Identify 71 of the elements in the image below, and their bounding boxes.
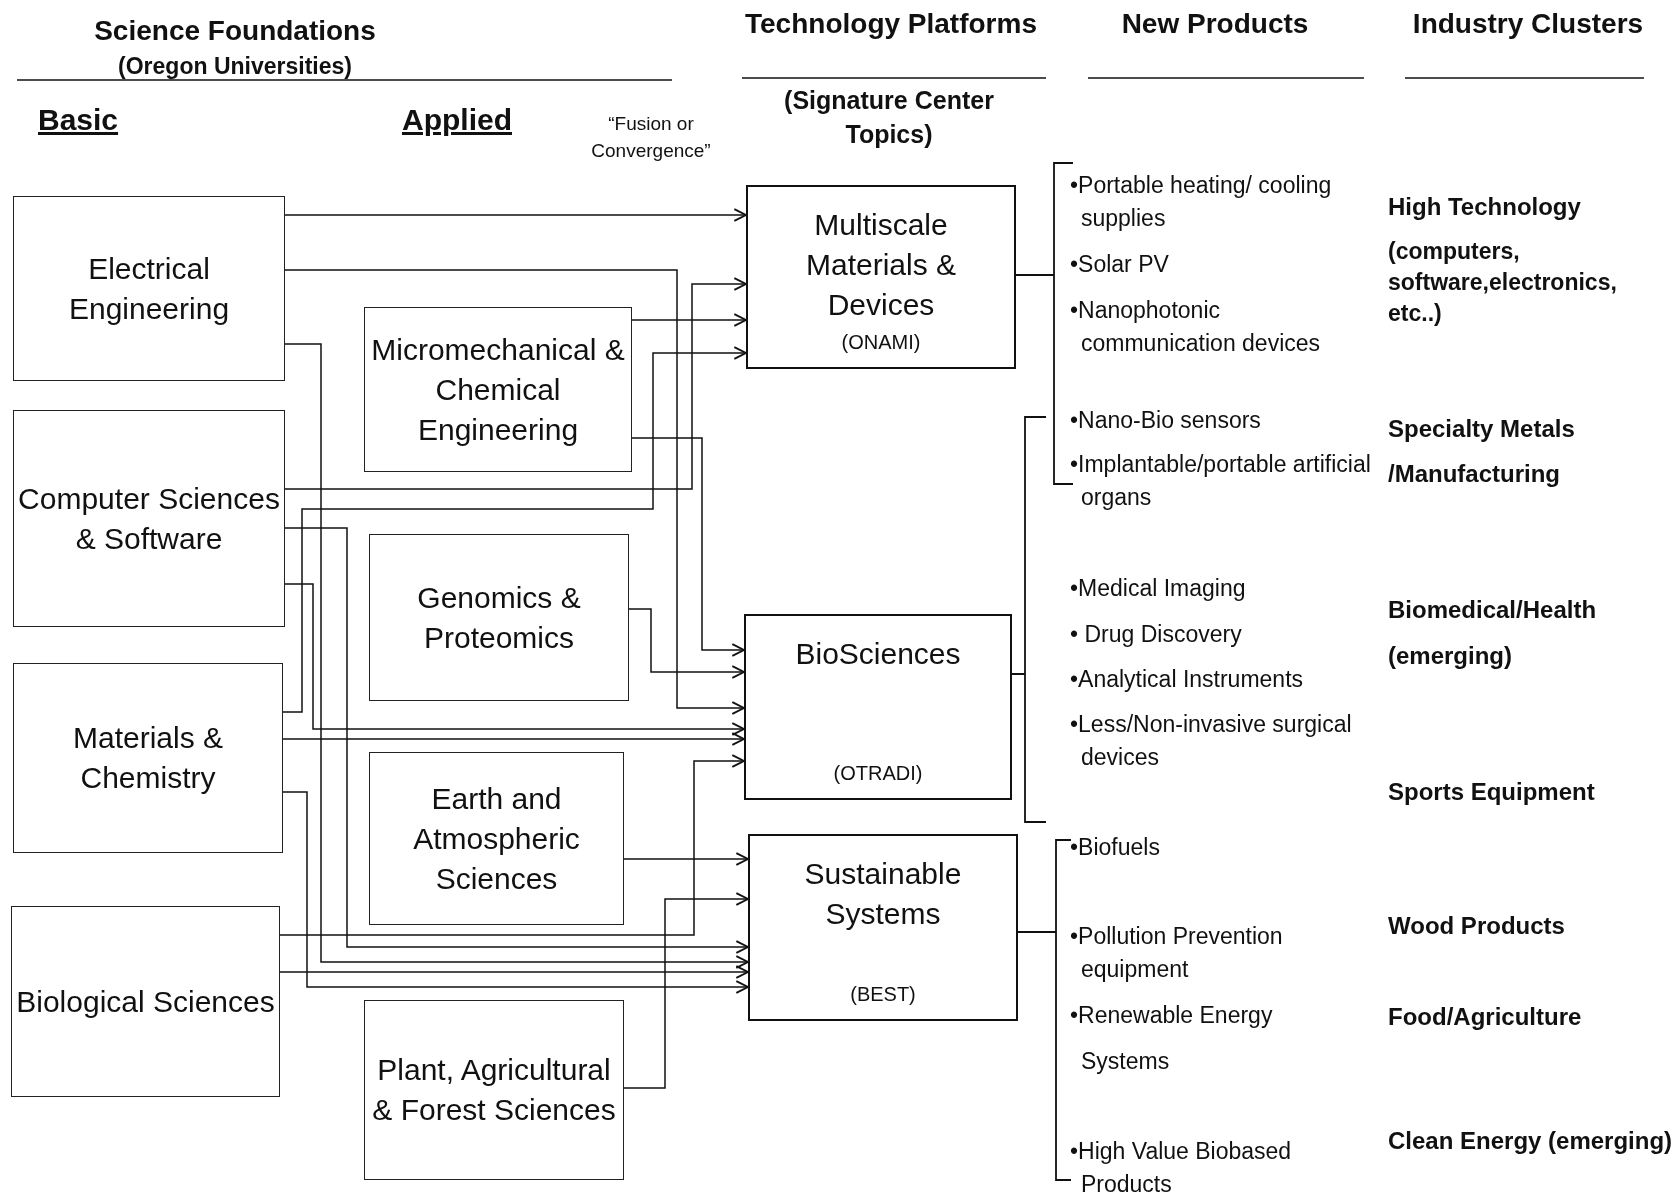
arrow bbox=[279, 754, 745, 936]
column-heading: Applied bbox=[402, 102, 513, 138]
box-title: Earth and Atmospheric Sciences bbox=[412, 780, 581, 897]
box-title: Electrical Engineering bbox=[67, 250, 231, 327]
box-subtitle: (ONAMI) bbox=[841, 330, 921, 355]
box-title: Biological Sciences bbox=[16, 983, 275, 1020]
column-heading: Science Foundations bbox=[93, 14, 377, 48]
cluster-name: Specialty Metals /Manufacturing bbox=[1388, 414, 1576, 489]
product-item: •Solar PV bbox=[1070, 250, 1170, 279]
arrow bbox=[284, 343, 749, 969]
box-subtitle: (OTRADI) bbox=[833, 761, 923, 786]
arrow bbox=[279, 965, 749, 979]
box-title: Genomics & Proteomics bbox=[416, 579, 582, 656]
arrow bbox=[631, 437, 745, 657]
arrow bbox=[284, 277, 747, 490]
discipline-box bbox=[369, 752, 624, 925]
product-item: •Nanophotonic communication devices bbox=[1070, 296, 1322, 358]
arrow bbox=[628, 608, 745, 679]
arrow bbox=[631, 313, 747, 327]
cluster-name: Food/Agriculture bbox=[1388, 1002, 1583, 1032]
product-item: •Medical Imaging bbox=[1070, 574, 1247, 603]
product-item: •Pollution Prevention equipment bbox=[1070, 922, 1284, 984]
arrow bbox=[284, 269, 745, 715]
discipline-box bbox=[13, 663, 283, 853]
product-item: •Less/Non-invasive surgical devices bbox=[1070, 710, 1353, 772]
box-title: Materials & Chemistry bbox=[71, 720, 224, 796]
platform-box bbox=[744, 614, 1012, 800]
arrow bbox=[282, 732, 745, 746]
cluster-name: High Technology bbox=[1388, 192, 1582, 222]
product-item: •Nano-Bio sensors bbox=[1070, 406, 1262, 435]
box-title: Computer Sciences & Software bbox=[17, 480, 281, 557]
column-subheading: (Signature Center Topics) bbox=[783, 85, 995, 150]
discipline-box bbox=[369, 534, 629, 701]
column-heading: Industry Clusters bbox=[1411, 7, 1645, 41]
product-item: •Portable heating/ cooling supplies bbox=[1070, 171, 1333, 233]
box-title: BioSciences bbox=[795, 636, 961, 672]
cluster-note: (computers, software,electronics, etc..) bbox=[1388, 237, 1618, 328]
discipline-box bbox=[364, 1000, 624, 1180]
product-item: •Renewable Energy Systems bbox=[1070, 1001, 1274, 1076]
box-title: Multiscale Materials & Devices bbox=[804, 207, 957, 323]
product-item: • Drug Discovery bbox=[1070, 620, 1243, 649]
arrow bbox=[284, 527, 749, 954]
platform-box bbox=[748, 834, 1018, 1021]
cluster-name: Clean Energy (emerging) bbox=[1388, 1126, 1673, 1156]
product-item: •Analytical Instruments bbox=[1070, 665, 1305, 694]
discipline-box bbox=[13, 410, 285, 627]
product-item: •High Value Biobased Products bbox=[1070, 1137, 1293, 1199]
product-item: •Implantable/portable artificial organs bbox=[1070, 450, 1372, 512]
column-heading: Basic bbox=[38, 102, 120, 138]
column-heading: Technology Platforms bbox=[744, 7, 1038, 41]
arrow bbox=[282, 346, 747, 713]
discipline-box bbox=[11, 906, 280, 1097]
arrow bbox=[282, 791, 749, 994]
box-subtitle: (BEST) bbox=[850, 982, 916, 1007]
box-title: Micromechanical & Chemical Engineering bbox=[370, 331, 626, 448]
arrow bbox=[284, 208, 747, 222]
arrow bbox=[623, 852, 749, 866]
discipline-box bbox=[364, 307, 632, 472]
cluster-name: Sports Equipment bbox=[1388, 777, 1596, 807]
arrow bbox=[284, 583, 745, 736]
column-subheading: (Oregon Universities) bbox=[117, 52, 353, 80]
column-heading: New Products bbox=[1120, 7, 1310, 41]
platform-box bbox=[746, 185, 1016, 369]
box-title: Sustainable Systems bbox=[803, 856, 963, 932]
box-title: Plant, Agricultural & Forest Sciences bbox=[371, 1052, 617, 1128]
discipline-box bbox=[13, 196, 285, 381]
cluster-name: Biomedical/Health (emerging) bbox=[1388, 595, 1598, 671]
product-item: •Biofuels bbox=[1070, 833, 1161, 862]
note: “Fusion or Convergence” bbox=[590, 112, 712, 163]
arrow bbox=[623, 892, 749, 1089]
cluster-name: Wood Products bbox=[1388, 911, 1566, 941]
